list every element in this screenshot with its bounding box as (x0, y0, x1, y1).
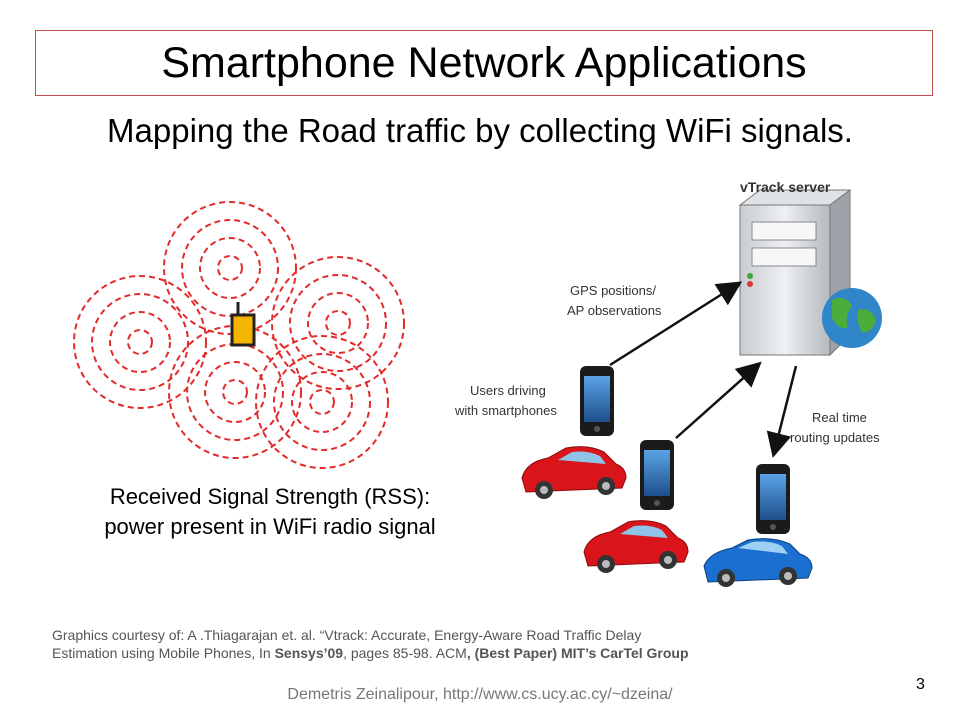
slide-title: Smartphone Network Applications (161, 38, 807, 87)
vtrack-system-diagram: vTrack server GPS positions/ AP observat… (454, 179, 882, 587)
users-label-line1: Users driving (470, 383, 546, 398)
slide-footer: Demetris Zeinalipour, http://www.cs.ucy.… (287, 686, 673, 703)
signal-ring-group-left (73, 275, 207, 409)
globe-icon (822, 288, 882, 348)
vtrack-server-icon (738, 189, 852, 357)
signal-ring-group-right (271, 256, 405, 390)
slide-subtitle: Mapping the Road traffic by collecting W… (107, 112, 853, 149)
server-label: vTrack server (740, 179, 831, 195)
rss-caption-line1: Received Signal Strength (RSS): (109, 484, 431, 509)
routing-update-arrow (766, 365, 798, 458)
upload-arrow-1 (609, 281, 743, 367)
credits-line2: Estimation using Mobile Phones, In Sensy… (52, 644, 922, 662)
smartphone-icon (756, 464, 790, 534)
graphics-credits: Graphics courtesy of: A .Thiagarajan et.… (52, 626, 922, 662)
title-box: Smartphone Network Applications (35, 30, 933, 96)
gps-label-line1: GPS positions/ (570, 283, 656, 298)
smartphone-marker-icon (230, 302, 256, 347)
gps-label-line2: AP observations (567, 303, 662, 318)
realtime-label-line1: Real time (812, 410, 867, 425)
page-number: 3 (916, 676, 925, 693)
credits-line1: Graphics courtesy of: A .Thiagarajan et.… (52, 627, 642, 643)
credits-line2-prefix: Estimation using Mobile Phones, In (52, 645, 275, 661)
credits-venue: Sensys’09 (274, 645, 344, 661)
red-car-icon (521, 446, 627, 499)
credits-line2-middle: , pages 85-98. ACM (343, 645, 467, 661)
smartphone-icon (580, 366, 614, 436)
users-label-line2: with smartphones (454, 403, 557, 418)
signal-ring-group-bottom-right (255, 335, 389, 469)
wifi-signal-rings-illustration (73, 201, 405, 469)
smartphone-icon (640, 440, 674, 510)
rss-caption: Received Signal Strength (RSS): power pr… (40, 482, 500, 542)
realtime-label-line2: routing updates (790, 430, 880, 445)
red-car-icon (583, 520, 689, 573)
upload-arrow-2 (675, 361, 762, 439)
rss-caption-line2: power present in WiFi radio signal (104, 514, 436, 539)
credits-award: , (Best Paper) MIT’s CarTel Group (466, 645, 689, 661)
blue-car-icon (703, 538, 813, 587)
signal-ring-group-top (163, 201, 297, 335)
